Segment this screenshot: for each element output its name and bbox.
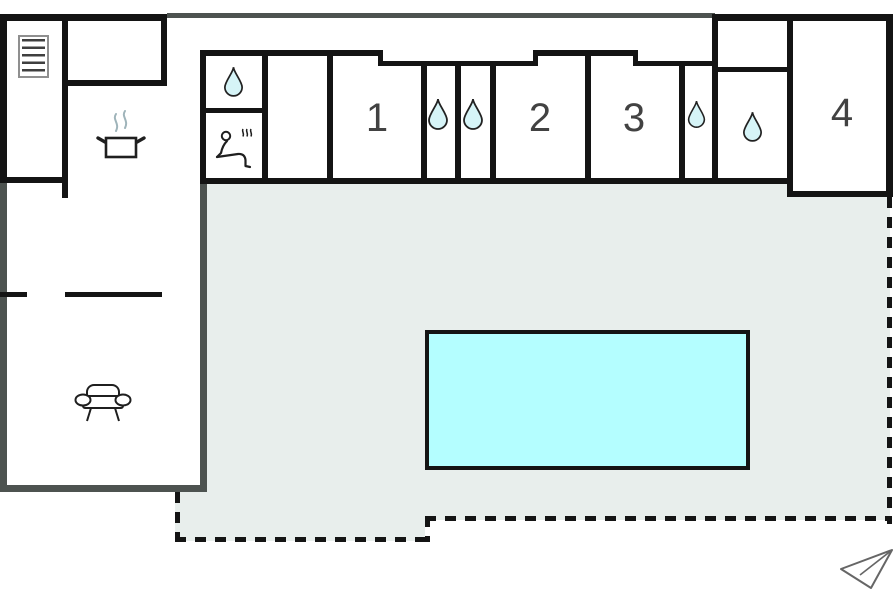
wall-segment	[200, 50, 383, 56]
wall-segment	[679, 61, 685, 184]
wall-segment	[62, 14, 68, 198]
cooking-pot-icon	[96, 108, 146, 162]
water-drop-icon	[741, 111, 764, 143]
wall-segment	[712, 14, 718, 184]
water-drop-icon	[426, 98, 450, 131]
wall-segment	[0, 485, 207, 492]
wall-segment	[378, 50, 383, 66]
wall-segment	[0, 14, 167, 21]
wall-segment	[200, 50, 206, 184]
room-4-label: 4	[830, 91, 854, 135]
wall-segment	[633, 61, 718, 66]
wall-segment	[200, 108, 268, 113]
dashed-plot-boundary	[425, 516, 430, 542]
wall-segment	[633, 50, 638, 66]
wall-segment	[585, 50, 591, 184]
wall-segment	[712, 14, 893, 21]
wall-segment	[490, 61, 496, 184]
terrace-area	[790, 197, 890, 520]
stairs-icon	[18, 35, 49, 78]
room-3-label: 3	[622, 96, 646, 140]
wall-segment	[161, 14, 167, 86]
wall-segment	[533, 50, 538, 66]
water-drop-icon	[222, 66, 245, 98]
wall-segment	[0, 180, 7, 492]
sauna-icon	[214, 126, 256, 172]
swimming-pool	[425, 330, 750, 470]
wall-segment	[455, 61, 461, 184]
dashed-plot-boundary	[887, 197, 892, 524]
room-1-label: 1	[365, 96, 389, 140]
wall-segment	[0, 177, 68, 183]
wall-segment	[65, 292, 162, 297]
wall-segment	[262, 50, 268, 184]
wall-segment	[167, 13, 715, 18]
wall-segment	[327, 50, 333, 184]
dashed-plot-boundary	[175, 537, 430, 542]
wall-segment	[200, 178, 793, 184]
wall-segment	[421, 61, 427, 184]
wall-segment	[0, 14, 7, 182]
room-2-label: 2	[528, 96, 552, 140]
water-drop-icon	[461, 98, 485, 131]
sofa-icon	[74, 382, 132, 426]
dashed-plot-boundary	[175, 492, 180, 541]
direction-arrow-icon	[833, 545, 895, 593]
wall-segment	[62, 80, 167, 86]
wall-segment	[886, 14, 893, 197]
wall-segment	[200, 184, 207, 492]
wall-segment	[0, 292, 27, 297]
dashed-plot-boundary	[425, 516, 892, 521]
wall-segment	[787, 191, 893, 197]
wall-segment	[712, 67, 793, 72]
water-drop-icon	[686, 99, 707, 130]
wall-segment	[787, 14, 793, 197]
terrace-area	[175, 492, 425, 541]
